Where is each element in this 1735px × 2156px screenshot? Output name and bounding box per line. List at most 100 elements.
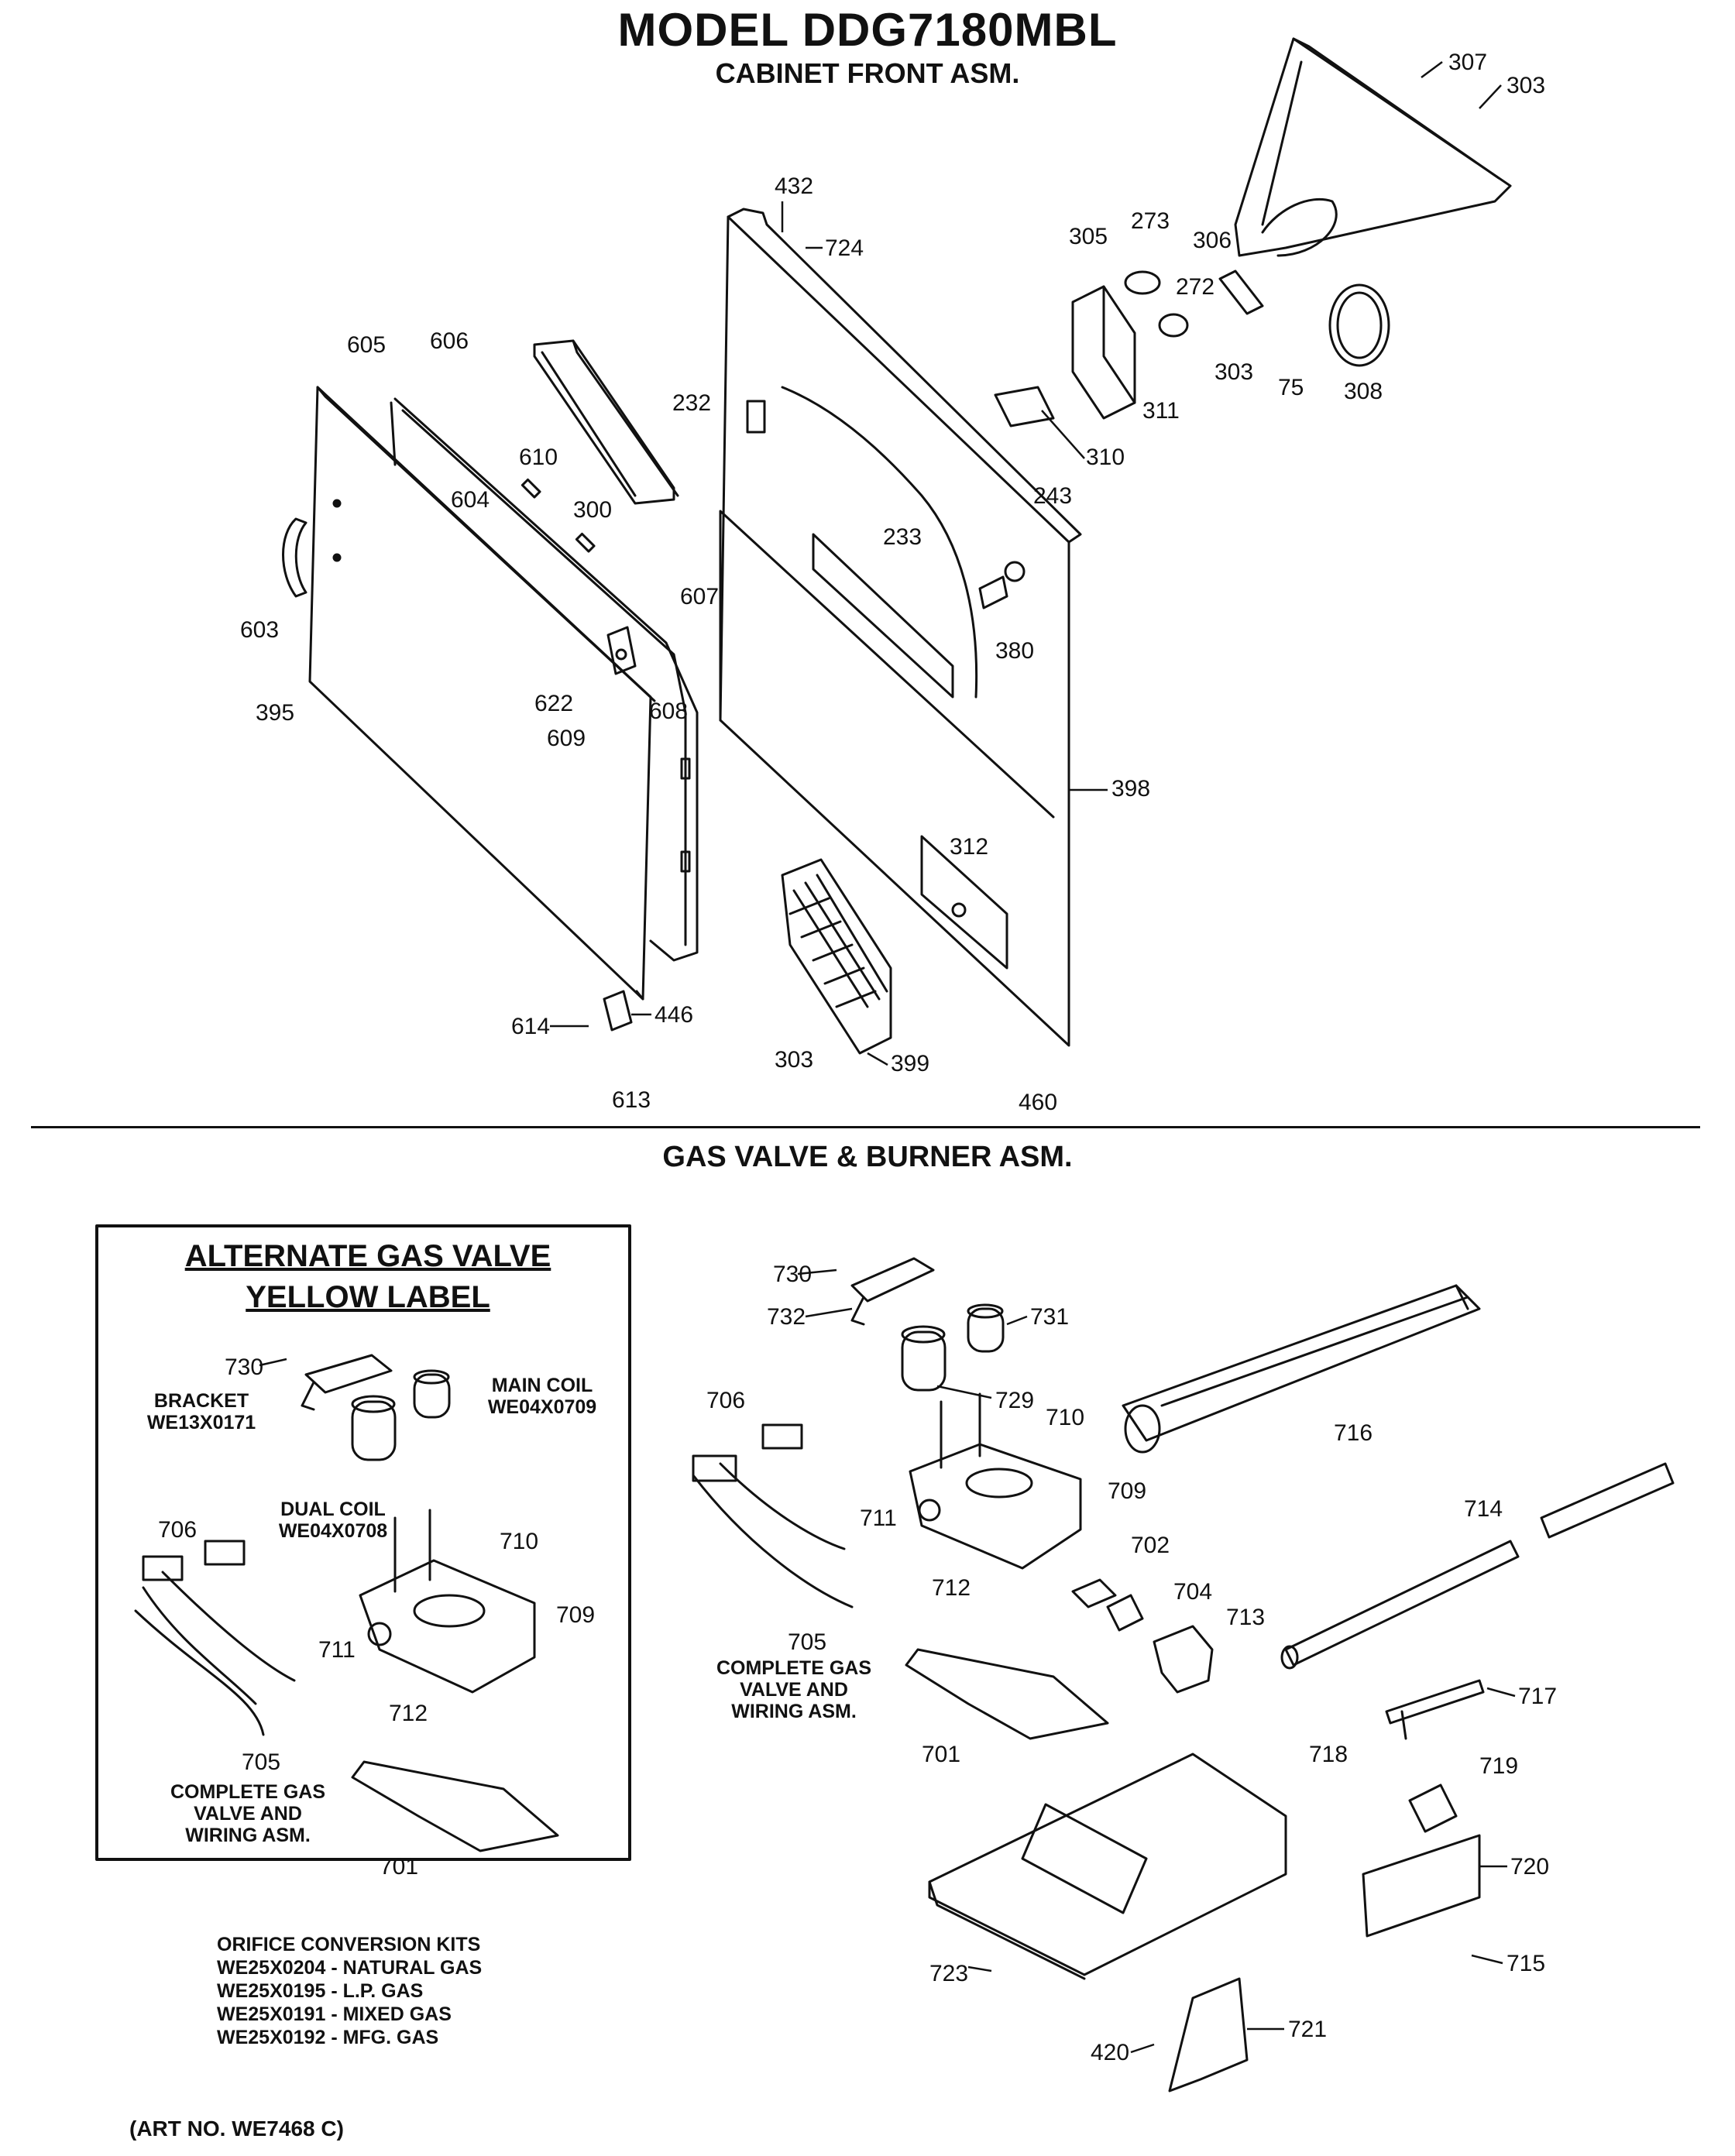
callout-705: 705 bbox=[788, 1629, 826, 1655]
callout-460: 460 bbox=[1019, 1090, 1057, 1115]
callout-604: 604 bbox=[451, 487, 490, 513]
bracket-720 bbox=[1362, 1834, 1481, 1938]
bracket-306 bbox=[1218, 270, 1264, 315]
callout-307: 307 bbox=[1448, 50, 1487, 75]
callouts-cabinet: 307 303 432 724 305 273 306 272 303 75 3… bbox=[240, 50, 1545, 1115]
callout-712: 712 bbox=[932, 1575, 971, 1601]
callouts-inset: 730 706 710 709 711 712 705 701 bbox=[158, 1354, 595, 1880]
door-liner-610 bbox=[390, 397, 699, 962]
callout-731: 731 bbox=[1030, 1304, 1069, 1330]
bracket-310 bbox=[994, 386, 1055, 427]
callout-614: 614 bbox=[511, 1014, 550, 1039]
callout-395: 395 bbox=[256, 700, 294, 726]
callout-724: 724 bbox=[825, 235, 864, 261]
igniter-717 bbox=[1385, 1679, 1485, 1740]
callout-717: 717 bbox=[1518, 1684, 1557, 1709]
cabinet-front-heading: CABINET FRONT ASM. bbox=[715, 57, 1020, 89]
callout-243: 243 bbox=[1033, 483, 1072, 509]
callout-inset-709: 709 bbox=[556, 1602, 595, 1628]
inset-title-line2: YELLOW LABEL bbox=[246, 1280, 490, 1314]
callout-713: 713 bbox=[1226, 1605, 1265, 1630]
callout-729: 729 bbox=[995, 1388, 1034, 1413]
callout-310: 310 bbox=[1086, 445, 1125, 470]
callout-720: 720 bbox=[1510, 1854, 1549, 1880]
callout-272: 272 bbox=[1176, 274, 1214, 300]
callout-613: 613 bbox=[612, 1087, 651, 1113]
lint-duct-300 bbox=[533, 339, 679, 505]
callout-311: 311 bbox=[1142, 398, 1180, 424]
wiring-706 bbox=[692, 1423, 854, 1608]
callout-719: 719 bbox=[1479, 1753, 1518, 1779]
callout-inset-706: 706 bbox=[158, 1517, 197, 1543]
latch-613 bbox=[603, 990, 633, 1032]
callout-732: 732 bbox=[767, 1304, 806, 1330]
coil-731 bbox=[967, 1303, 1005, 1353]
callout-420: 420 bbox=[1091, 2040, 1129, 2065]
coil-729 bbox=[901, 1325, 947, 1392]
callout-305: 305 bbox=[1069, 224, 1108, 249]
callout-inset-711: 711 bbox=[318, 1637, 356, 1663]
inset-main-coil bbox=[413, 1369, 451, 1419]
flame-sensor-719 bbox=[1408, 1784, 1458, 1833]
rear-bulkhead-307 bbox=[1234, 37, 1512, 257]
front-panel-398 bbox=[719, 208, 1082, 1047]
callout-380: 380 bbox=[995, 638, 1034, 664]
callout-303b: 303 bbox=[1214, 359, 1253, 385]
orifice-kits: ORIFICE CONVERSION KITS WE25X0204 - NATU… bbox=[217, 1933, 482, 2049]
fitting-702-704-713 bbox=[1071, 1578, 1214, 1694]
callout-704: 704 bbox=[1173, 1579, 1212, 1605]
callout-718: 718 bbox=[1309, 1742, 1348, 1767]
callout-716: 716 bbox=[1334, 1420, 1373, 1446]
callout-603: 603 bbox=[240, 617, 279, 643]
callout-75: 75 bbox=[1278, 375, 1304, 400]
valve-body-710 bbox=[909, 1392, 1082, 1570]
thermostat-273 bbox=[1124, 270, 1189, 338]
callout-432: 432 bbox=[775, 173, 813, 199]
callouts-gas-valve: 730 732 731 729 706 710 709 711 702 716 … bbox=[706, 1262, 1557, 2065]
callout-711: 711 bbox=[860, 1505, 897, 1531]
callout-inset-710: 710 bbox=[500, 1529, 538, 1554]
inset-valve-body bbox=[359, 1509, 536, 1694]
callout-607: 607 bbox=[680, 584, 719, 609]
callout-714: 714 bbox=[1464, 1496, 1503, 1522]
callout-inset-701: 701 bbox=[380, 1854, 418, 1880]
callout-233: 233 bbox=[883, 524, 922, 550]
vent-box-305 bbox=[1071, 285, 1136, 420]
burner-716 bbox=[1122, 1284, 1481, 1454]
door-handle-603 bbox=[282, 517, 307, 598]
art-number: (ART NO. WE7468 C) bbox=[129, 2117, 344, 2141]
callout-706: 706 bbox=[706, 1388, 745, 1413]
orifice-item: WE25X0191 - MIXED GAS bbox=[217, 2003, 452, 2025]
tube-714 bbox=[1280, 1462, 1675, 1670]
callout-273: 273 bbox=[1131, 208, 1170, 234]
callout-inset-712: 712 bbox=[389, 1701, 428, 1726]
orifice-item: WE25X0204 - NATURAL GAS bbox=[217, 1957, 483, 1979]
inset-plate-701 bbox=[351, 1760, 559, 1852]
callout-610: 610 bbox=[519, 445, 558, 470]
callout-709: 709 bbox=[1108, 1478, 1146, 1504]
callout-446: 446 bbox=[654, 1002, 693, 1028]
plate-701 bbox=[905, 1648, 1109, 1740]
callout-605: 605 bbox=[347, 332, 386, 358]
callout-303: 303 bbox=[1507, 73, 1545, 98]
door-panel-395 bbox=[308, 386, 656, 1001]
callout-303c: 303 bbox=[775, 1047, 813, 1073]
callout-702: 702 bbox=[1131, 1533, 1170, 1558]
inset-wiring bbox=[134, 1540, 296, 1736]
callout-232: 232 bbox=[672, 390, 711, 416]
bracket-732 bbox=[850, 1257, 935, 1326]
callout-715: 715 bbox=[1507, 1951, 1545, 1976]
callout-inset-730: 730 bbox=[225, 1354, 263, 1380]
callout-622: 622 bbox=[534, 691, 573, 716]
callout-399: 399 bbox=[891, 1051, 929, 1076]
page-title: MODEL DDG7180MBL bbox=[617, 4, 1118, 56]
hinge-608 bbox=[606, 626, 637, 675]
orifice-item: WE25X0195 - L.P. GAS bbox=[217, 1980, 424, 2002]
inset-title-line1: ALTERNATE GAS VALVE bbox=[184, 1239, 551, 1273]
callout-723: 723 bbox=[929, 1961, 968, 1986]
